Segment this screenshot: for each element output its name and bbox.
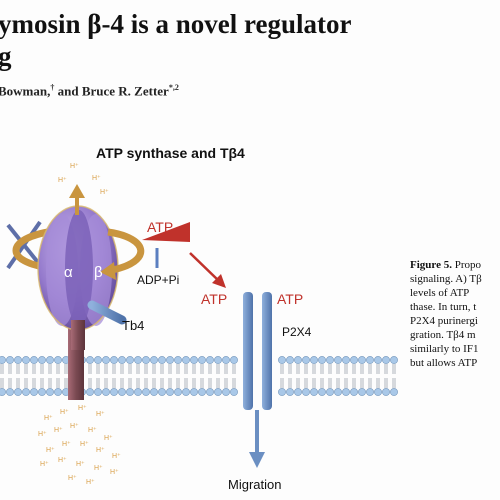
proton-label: H⁺ (68, 475, 77, 482)
author-2: and Bruce R. Zetter (54, 83, 169, 99)
gamma-stalk-upper (71, 320, 85, 350)
adp-pi-label: ADP+Pi (137, 273, 179, 287)
atp-label-right: ATP (277, 291, 303, 307)
proton-label: H⁺ (94, 465, 103, 472)
proton-label: H⁺ (46, 447, 55, 454)
cell-membrane (0, 356, 398, 396)
caption-line: gration. Tβ4 m (410, 329, 476, 341)
title-line-1: ymosin β-4 is a novel regulator (0, 9, 352, 39)
proton-label: H⁺ (104, 435, 113, 442)
caption-line: Figure 5. Propo (410, 259, 481, 271)
proton-cluster: H⁺H⁺H⁺H⁺H⁺H⁺H⁺H⁺H⁺H⁺H⁺H⁺H⁺H⁺H⁺H⁺H⁺H⁺H⁺H⁺… (38, 163, 121, 486)
caption-line: thase. In turn, t (410, 301, 477, 313)
proton-exit-arrowhead (69, 184, 85, 198)
atp-wedge (142, 222, 190, 242)
figure-title: ATP synthase and Tβ4 (96, 145, 245, 161)
proton-label: H⁺ (100, 189, 109, 196)
caption-line: but allows ATP (410, 357, 478, 369)
proton-label: H⁺ (96, 447, 105, 454)
title-line-2: g (0, 41, 12, 71)
proton-label: H⁺ (78, 405, 87, 412)
atp-release-arrowhead (212, 274, 226, 288)
author-1: Bowman, (0, 83, 51, 99)
proton-label: H⁺ (80, 441, 89, 448)
migration-label: Migration (228, 477, 281, 492)
rotation-blocked-icon (6, 220, 42, 270)
proton-label: H⁺ (44, 415, 53, 422)
atp-release-arrow (189, 252, 221, 283)
atp-label-top: ATP (147, 219, 173, 235)
caption-line: P2X4 purinergi (410, 315, 478, 327)
author-2-affiliation-mark: *,2 (168, 83, 179, 92)
proton-label: H⁺ (58, 457, 67, 464)
figure-caption: Figure 5. Propo signaling. A) Tβ levels … (410, 258, 500, 370)
proton-label: H⁺ (70, 423, 79, 430)
proton-label: H⁺ (86, 479, 95, 486)
tb4-label: Tb4 (122, 318, 144, 333)
caption-line: similarly to IF1 (410, 343, 479, 355)
proton-label: H⁺ (92, 175, 101, 182)
author-1-affiliation-mark: † (50, 83, 55, 92)
proton-label: H⁺ (112, 453, 121, 460)
proton-label: H⁺ (76, 461, 85, 468)
proton-label: H⁺ (54, 427, 63, 434)
atp-label-left: ATP (201, 291, 227, 307)
caption-line: signaling. A) Tβ (410, 273, 482, 285)
proton-label: H⁺ (110, 469, 119, 476)
tb4-molecule (87, 300, 127, 325)
proton-label: H⁺ (70, 163, 79, 170)
proton-label: H⁺ (58, 177, 67, 184)
migration-arrowhead (249, 452, 265, 468)
proton-label: H⁺ (38, 431, 47, 438)
paper-title: ymosin β-4 is a novel regulator g (0, 8, 351, 72)
rotor-arrowhead-right (100, 262, 116, 280)
author-list: Bowman,† and Bruce R. Zetter*,2 (0, 83, 179, 99)
p2x4-label: P2X4 (282, 325, 312, 339)
alpha-subunit-label: α (64, 264, 73, 281)
p2x4-channel (243, 292, 272, 410)
caption-line: levels of ATP (410, 287, 470, 299)
proton-label: H⁺ (62, 441, 71, 448)
proton-label: H⁺ (96, 411, 105, 418)
proton-label: H⁺ (88, 427, 97, 434)
rotor-arrow-right (107, 228, 145, 274)
beta-subunit-label: β (94, 264, 103, 281)
proton-label: H⁺ (40, 461, 49, 468)
proton-label: H⁺ (60, 409, 69, 416)
atp-synthase-f1-complex (37, 205, 119, 331)
